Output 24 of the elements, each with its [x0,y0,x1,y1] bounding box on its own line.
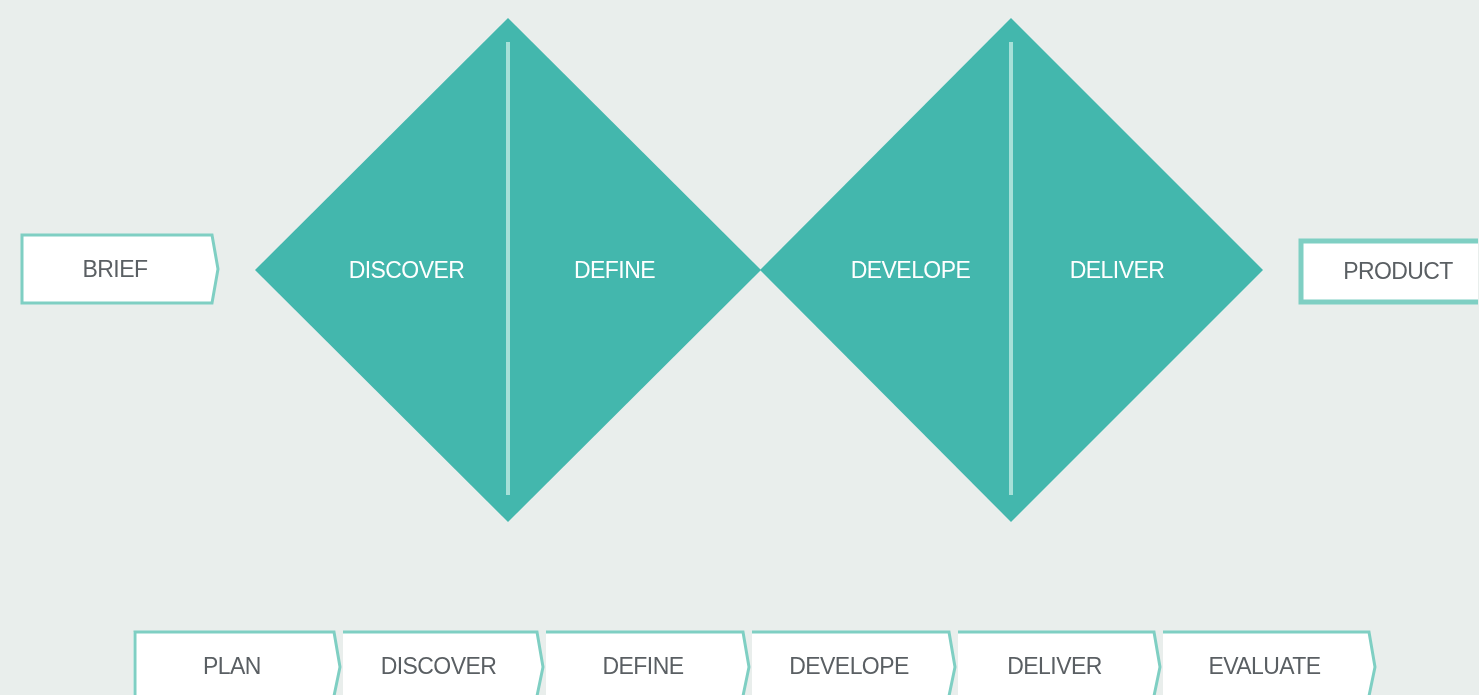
node-label: DELIVER [1007,651,1102,681]
node-label: DISCOVER [380,651,497,681]
node-label: DEVELOPE [850,255,971,285]
diamond-half [508,18,761,522]
node-label: PLAN [203,651,261,681]
node-label: DELIVER [1069,255,1165,285]
output-box [1298,238,1478,305]
diamond-half [1011,18,1263,522]
diamond-half [255,18,508,522]
chevron-step [752,630,958,695]
node-label: DEFINE [574,255,655,285]
chevron-step [1163,630,1378,695]
node-label: EVALUATE [1208,651,1321,681]
tag-box [20,233,220,305]
chevron-step [133,630,343,695]
node-label: DEVELOPE [789,651,909,681]
chevron-step [958,630,1163,695]
node-label: BRIEF [82,254,148,284]
chevron-step [546,630,752,695]
node-label: DEFINE [602,651,684,681]
node-label: PRODUCT [1343,257,1453,287]
diamond-half [760,18,1011,522]
chevron-step [343,630,546,695]
node-label: DISCOVER [348,255,465,285]
